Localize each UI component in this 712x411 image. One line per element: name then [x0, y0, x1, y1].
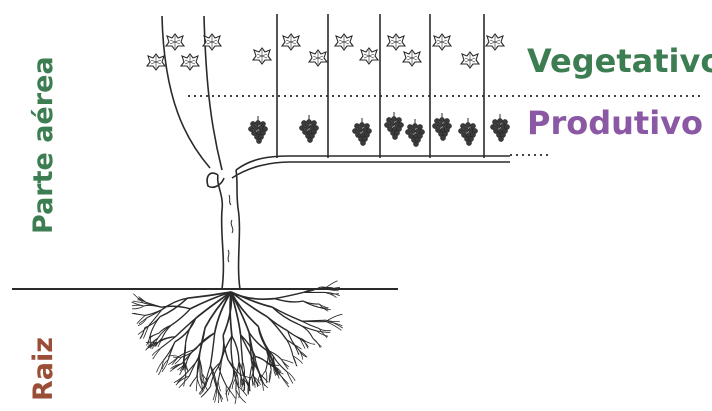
- leaf-icon: [164, 33, 186, 51]
- leaf-icon: [459, 51, 481, 69]
- leaf-icon: [358, 47, 380, 65]
- grape-cluster-icon: [248, 116, 268, 144]
- grape-cluster-icon: [432, 113, 452, 141]
- grape-cluster-icon: [352, 118, 372, 146]
- grape-cluster-icon: [405, 119, 425, 147]
- leaf-icon: [431, 33, 453, 51]
- grape-cluster-icon: [490, 114, 510, 142]
- leaf-icon: [401, 49, 423, 67]
- leaf-icon: [251, 47, 273, 65]
- grape-clusters: [248, 112, 510, 147]
- produtivo-label: Produtivo: [527, 104, 704, 142]
- trunk: [161, 15, 510, 290]
- parte-aerea-label: Parte aérea: [28, 56, 59, 234]
- leaf-icon: [179, 53, 201, 71]
- grape-cluster-icon: [458, 118, 478, 146]
- grape-cluster-icon: [384, 112, 404, 140]
- shoots: [276, 14, 485, 158]
- leaf-icon: [385, 33, 407, 51]
- vegetativo-label: Vegetativo: [527, 42, 712, 80]
- leaf-icon: [333, 33, 355, 51]
- root-system: [131, 280, 343, 404]
- raiz-label: Raiz: [28, 337, 59, 401]
- grape-cluster-icon: [299, 115, 319, 143]
- leaves: [145, 33, 506, 71]
- leaf-icon: [484, 33, 506, 51]
- leaf-icon: [280, 33, 302, 51]
- leaf-icon: [201, 33, 223, 51]
- leaf-icon: [145, 53, 167, 71]
- leaf-icon: [307, 49, 329, 67]
